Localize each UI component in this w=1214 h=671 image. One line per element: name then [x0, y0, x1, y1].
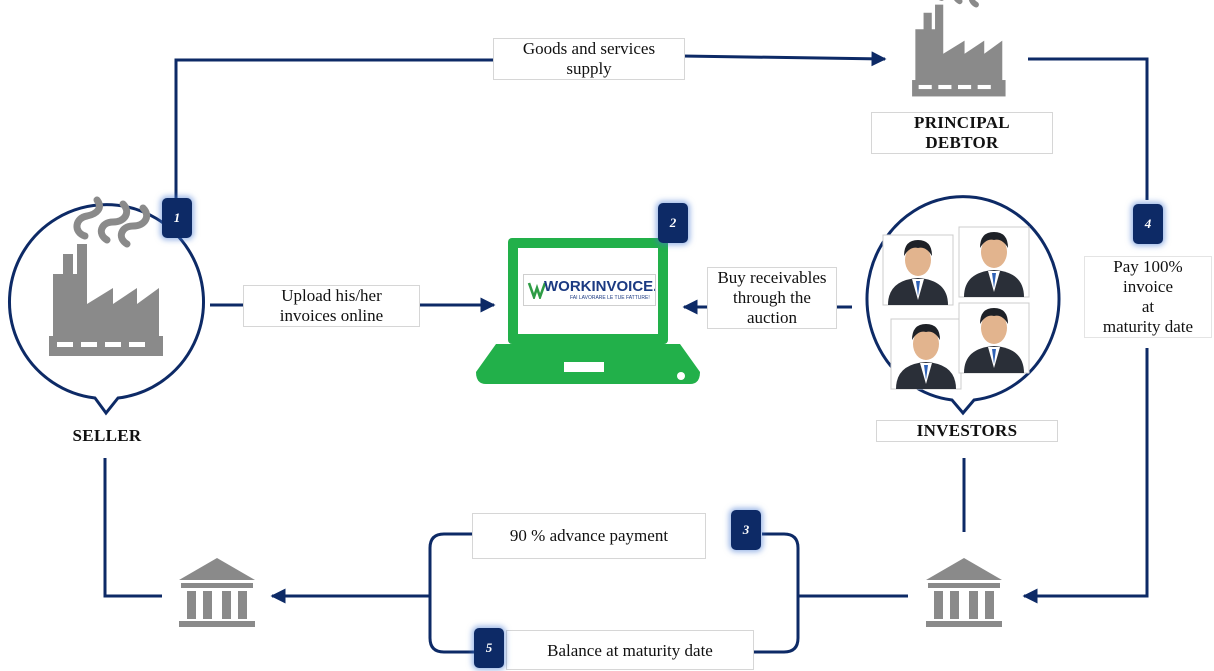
pay-line-2: invoice [1122, 277, 1174, 296]
buy-receivables-label: Buy receivables through the auction [707, 267, 837, 329]
upload-line-1: Upload his/her [281, 286, 382, 305]
bank-icon-left [179, 558, 255, 627]
seller-node [8, 200, 205, 416]
principal-debtor-line-1: PRINCIPAL [914, 113, 1010, 132]
advance-text: 90 % advance payment [509, 526, 669, 545]
step-badge-5: 5 [474, 628, 504, 668]
workinvoice-logo: WORKINVOICE.IT FAI LAVORARE LE TUE FATTU… [523, 274, 656, 306]
goods-supply-line-2: supply [566, 59, 612, 78]
debtor-factory-icon [912, 0, 1005, 96]
upload-label: Upload his/her invoices online [243, 285, 420, 327]
goods-supply-line-1: Goods and services [522, 39, 656, 58]
principal-debtor-label: PRINCIPAL DEBTOR [871, 112, 1053, 154]
connector-lines [103, 51, 1149, 654]
step-badge-4: 4 [1133, 204, 1163, 244]
laptop-icon [476, 238, 700, 384]
logo-brand: WORKINVOICE.IT [544, 278, 656, 295]
investors-node [865, 195, 1061, 416]
step-badge-1: 1 [162, 198, 192, 238]
upload-line-2: invoices online [279, 306, 384, 325]
step-badge-3: 3 [731, 510, 761, 550]
goods-supply-label: Goods and services supply [493, 38, 685, 80]
investors-label: INVESTORS [876, 420, 1058, 442]
buy-line-2: through the [733, 288, 811, 307]
seller-label: SELLER [72, 426, 142, 445]
logo-tagline: FAI LAVORARE LE TUE FATTURE! [570, 295, 650, 301]
balance-label: Balance at maturity date [506, 630, 754, 670]
pay-line-1: Pay 100% [1113, 257, 1183, 276]
bank-icon-right [926, 558, 1002, 627]
buy-line-1: Buy receivables [717, 268, 827, 287]
balance-text: Balance at maturity date [547, 641, 713, 660]
principal-debtor-line-2: DEBTOR [925, 133, 999, 152]
pay-line-3: at [1141, 297, 1155, 316]
pay-label: Pay 100% invoice at maturity date [1084, 256, 1212, 338]
pay-line-4: maturity date [1102, 317, 1194, 336]
step-badge-2: 2 [658, 203, 688, 243]
buy-line-3: auction [746, 308, 798, 327]
advance-payment-label: 90 % advance payment [472, 513, 706, 559]
